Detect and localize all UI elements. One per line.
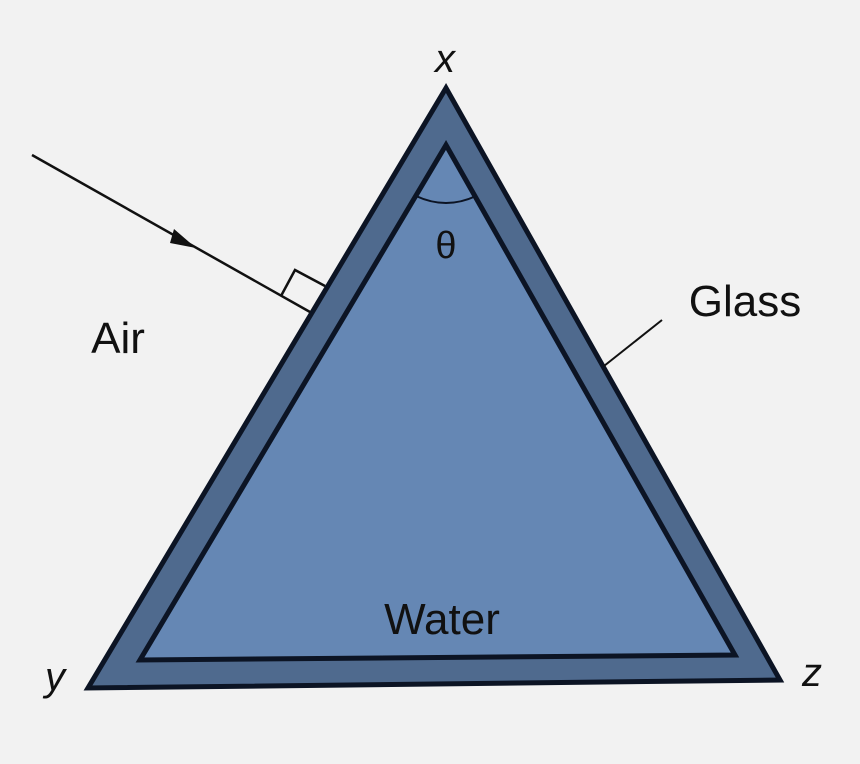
vertex-y-label: y: [42, 655, 68, 699]
vertex-z-label: z: [801, 651, 822, 695]
ray-arrowhead: [170, 229, 196, 248]
water-label: Water: [384, 595, 500, 644]
angle-theta-label: θ: [435, 225, 456, 267]
glass-label: Glass: [689, 277, 801, 326]
right-angle-marker: [279, 268, 326, 297]
water-region: [135, 140, 740, 663]
incident-ray: [31, 153, 311, 314]
vertex-x-label: x: [433, 37, 457, 81]
glass-leader-line: [603, 319, 663, 367]
angle-arc: [415, 195, 477, 204]
air-label: Air: [91, 314, 145, 363]
